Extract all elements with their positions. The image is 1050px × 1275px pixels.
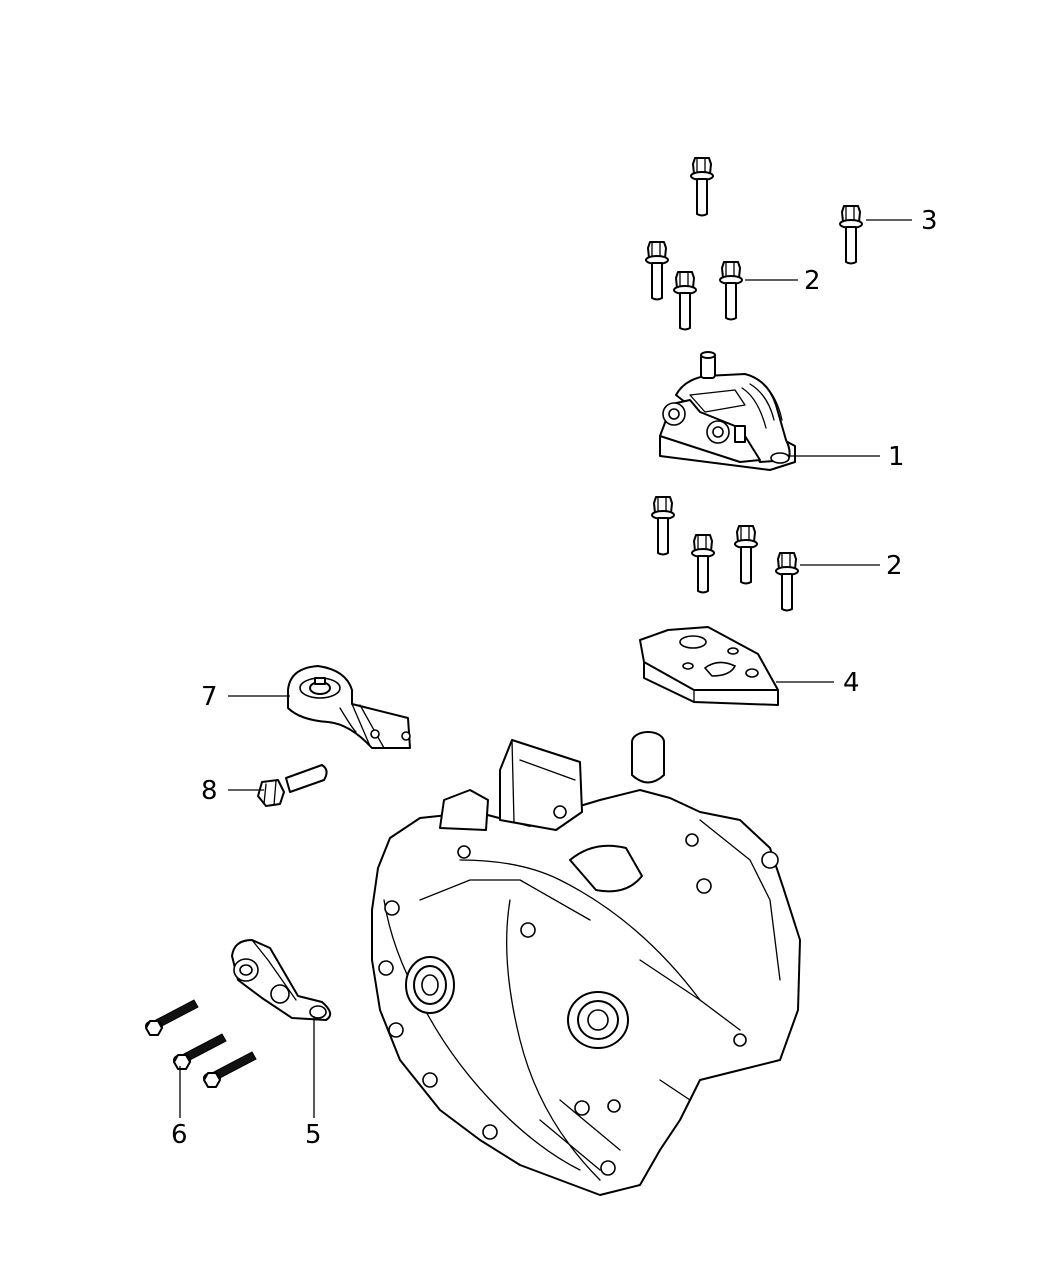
bolt-2-lower-group [651, 496, 799, 612]
callout-5: 5 [305, 1120, 322, 1150]
bolt-2-upper-group [645, 241, 743, 331]
callout-3: 3 [921, 206, 938, 236]
transmission [371, 731, 801, 1196]
bolt-top [690, 157, 714, 217]
plate-4 [639, 626, 779, 706]
callout-6: 6 [171, 1120, 188, 1150]
mount-1 [659, 351, 796, 471]
bolt-8 [257, 764, 328, 807]
callout-8: 8 [201, 776, 218, 806]
bolt-3 [839, 205, 863, 265]
bracket-5 [231, 939, 332, 1021]
bolt-6-group [145, 999, 257, 1088]
callout-4: 4 [843, 668, 860, 698]
callout-2-lower: 2 [886, 551, 903, 581]
callout-2-upper: 2 [804, 266, 821, 296]
leader-lines [179, 219, 912, 1118]
strut-7 [287, 665, 411, 749]
callout-7: 7 [201, 682, 218, 712]
callout-1: 1 [888, 442, 905, 472]
